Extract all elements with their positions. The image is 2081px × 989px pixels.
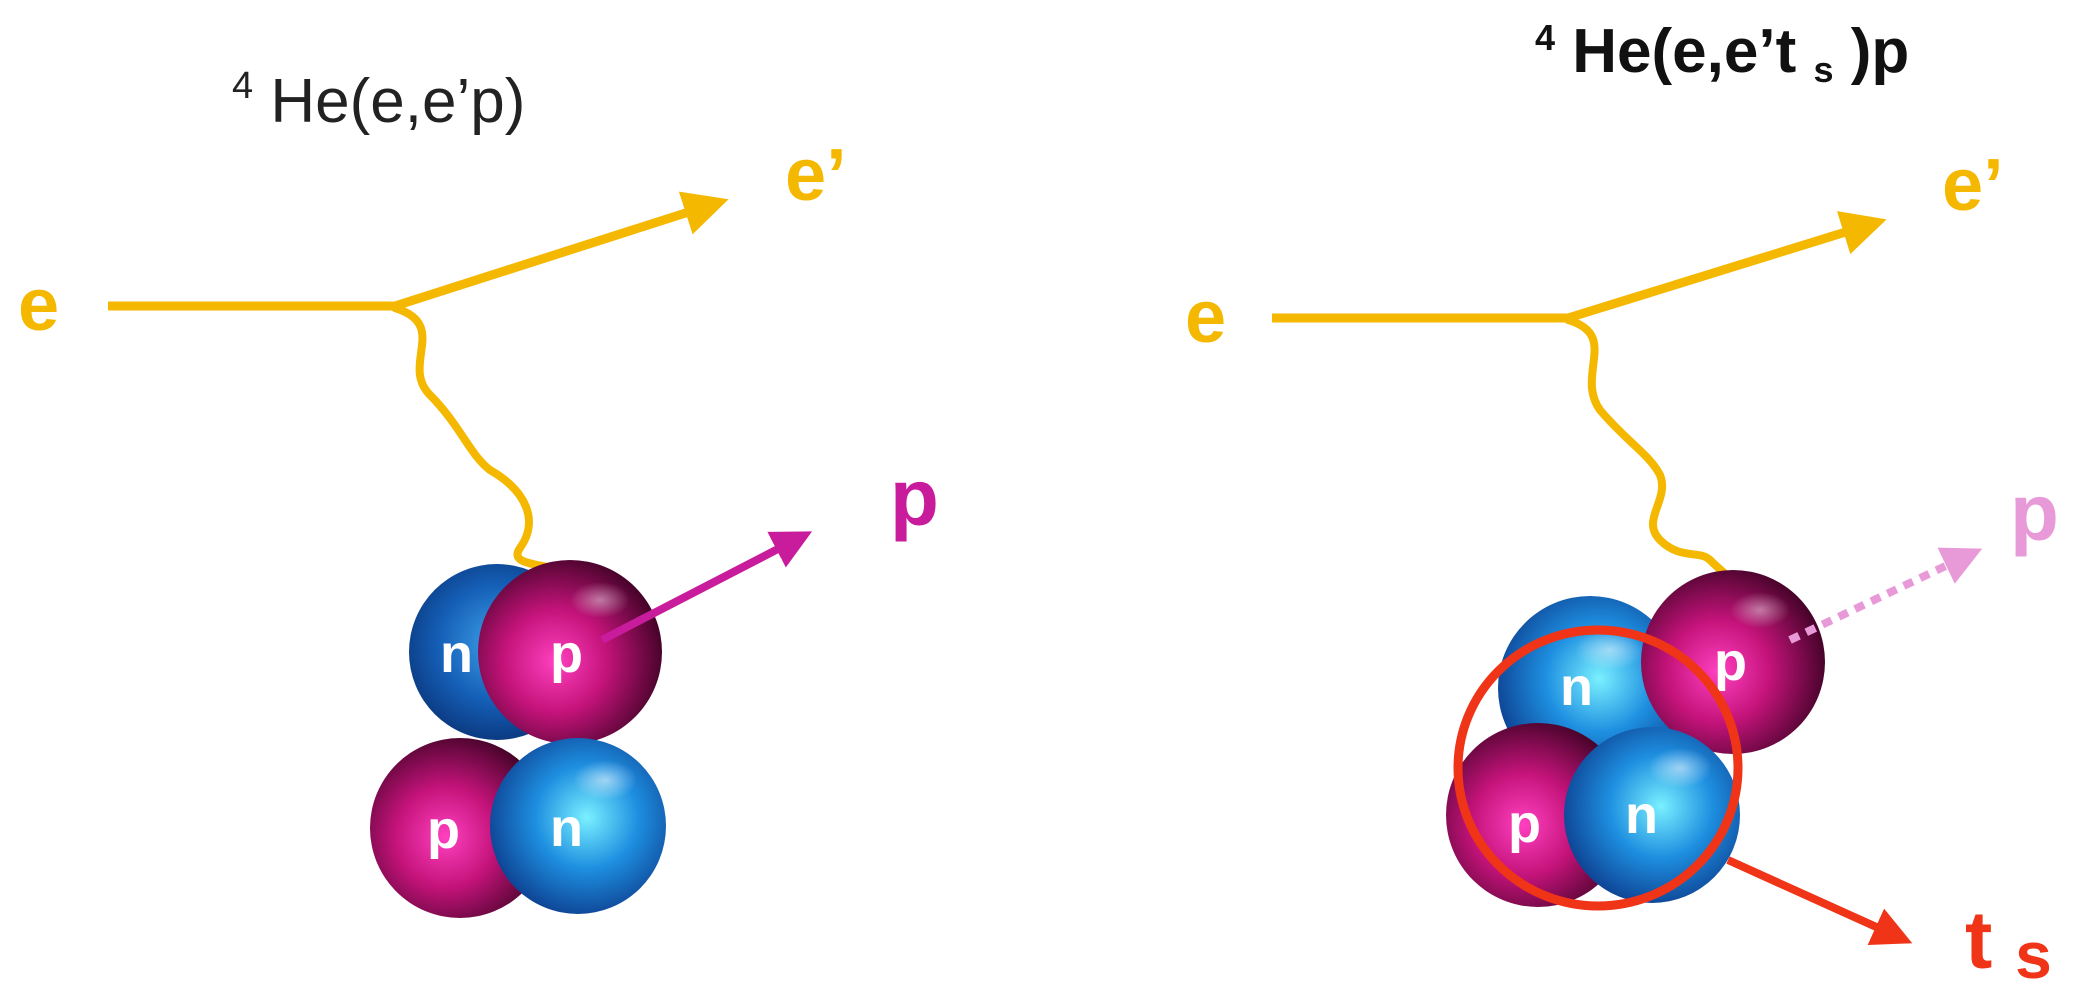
right-label-t: t [1965, 895, 1992, 986]
right-panel: 4 He(e,e’t s )p e e’ n p p n p [1185, 0, 2059, 989]
left-virtual-photon [391, 304, 588, 586]
left-neutron-bottom-label: n [550, 798, 583, 858]
left-title: 4 He(e,e’p) [232, 43, 525, 136]
right-nucleus: n p p n [1446, 570, 1825, 907]
left-title-main: He(e,e’p) [270, 67, 525, 136]
left-title-sup: 4 [232, 65, 253, 107]
right-label-s: s [2015, 918, 2052, 989]
right-neutron-bottom-label: n [1625, 785, 1658, 845]
left-proton-bottom-label: p [427, 800, 460, 860]
right-title: 4 He(e,e’t s )p [1535, 0, 1909, 96]
left-panel: 4 He(e,e’p) e e’ n p p n p [18, 43, 939, 918]
right-title-sup: 4 [1535, 17, 1555, 58]
spectator-triton-ring [1453, 625, 1743, 911]
right-title-main: He(e,e’t [1572, 17, 1796, 86]
right-label-e: e [1185, 275, 1226, 358]
right-label-e-prime: e’ [1942, 143, 2004, 226]
right-knockout-proton-arrow-dotted [1788, 547, 1983, 644]
left-proton-struck-label: p [550, 624, 583, 684]
spectator-arrow [1726, 856, 1913, 946]
right-label-ts: t s [1965, 895, 2052, 989]
right-neutron-back-label: n [1560, 657, 1593, 717]
right-label-p: p [2010, 468, 2059, 557]
right-virtual-photon [1564, 316, 1744, 594]
left-outgoing-electron [393, 191, 729, 311]
left-nucleus: n p p n [370, 560, 666, 918]
left-label-p: p [890, 453, 939, 542]
right-title-sub: s [1813, 49, 1833, 90]
left-label-e: e [18, 263, 59, 346]
left-label-e-prime: e’ [785, 133, 847, 216]
right-title-tail: )p [1851, 17, 1910, 86]
left-neutron-back-label: n [440, 624, 473, 684]
right-outgoing-electron [1566, 211, 1887, 323]
right-proton-bottom-label: p [1508, 794, 1541, 854]
right-proton-struck-label: p [1714, 632, 1747, 692]
left-knockout-proton-arrow [600, 531, 813, 644]
